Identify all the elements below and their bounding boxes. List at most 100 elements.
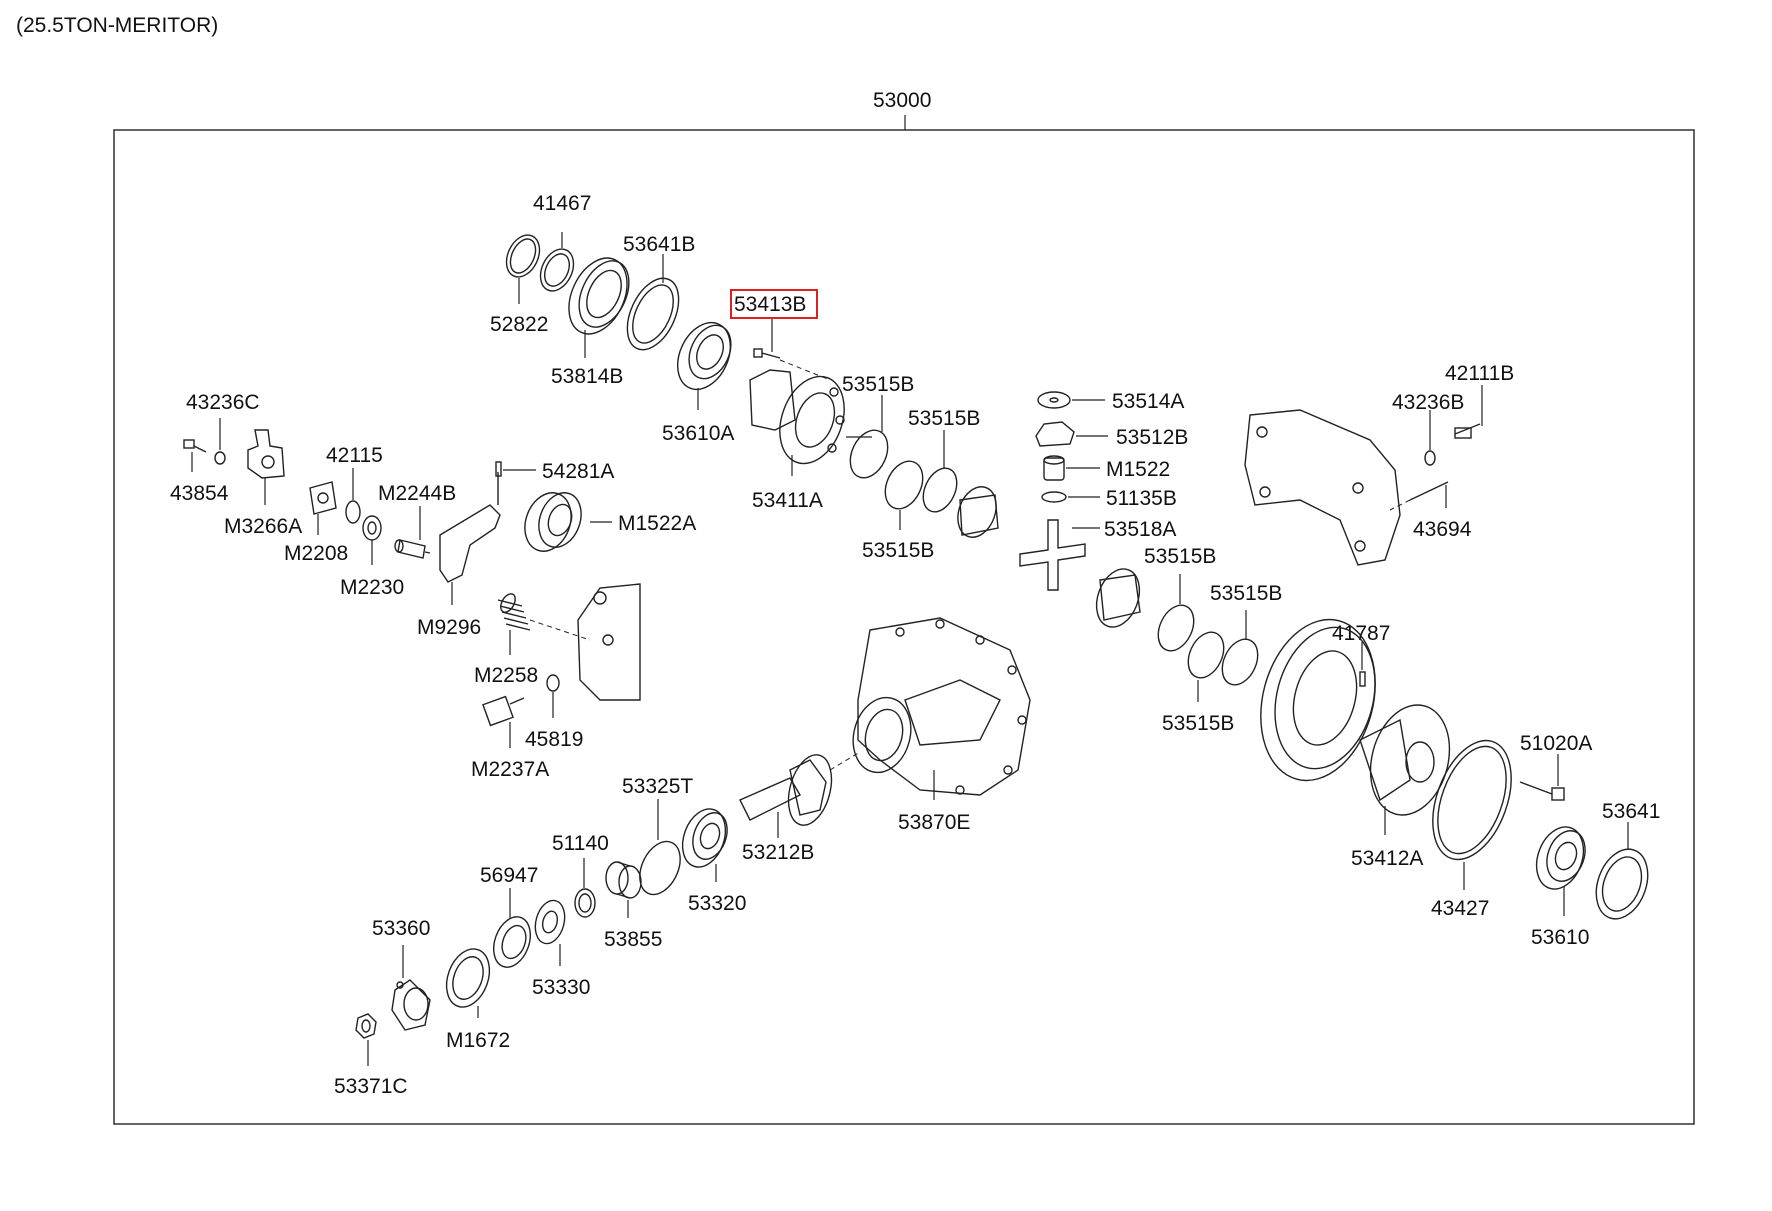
label-53610[interactable]: 53610 [1531, 926, 1589, 949]
part-43427-gasket [1432, 739, 1512, 861]
label-53412A[interactable]: 53412A [1351, 847, 1423, 870]
label-53518A[interactable]: 53518A [1104, 518, 1176, 541]
part-M1522A-clutch-collar [524, 492, 582, 552]
label-M9296[interactable]: M9296 [417, 616, 481, 639]
label-53515B-d[interactable]: 53515B [1144, 545, 1216, 568]
label-41787[interactable]: 41787 [1332, 622, 1390, 645]
part-M1522-bushing [1043, 455, 1065, 481]
part-53212B-drive-pinion [739, 751, 861, 826]
label-56947[interactable]: 56947 [480, 864, 538, 887]
label-54281A[interactable]: 54281A [542, 460, 614, 483]
part-53641-bearing-cup [1595, 848, 1649, 920]
label-M2258[interactable]: M2258 [474, 664, 538, 687]
label-53870E[interactable]: 53870E [898, 811, 970, 834]
part-53515B-washer-2 [884, 460, 924, 510]
part-carrier-cap-bracket [1244, 409, 1401, 566]
label-43236C[interactable]: 43236C [186, 391, 260, 414]
part-42111B-bolt [1454, 423, 1481, 439]
label-53515B-c[interactable]: 53515B [908, 407, 980, 430]
part-53515B-washer-3 [922, 467, 958, 513]
part-housing-fragment [577, 583, 641, 701]
part-45819-washer [546, 674, 560, 692]
part-53371C-nut [355, 1013, 377, 1039]
label-M1672[interactable]: M1672 [446, 1029, 510, 1052]
part-53512B-pinion-gear [1035, 421, 1075, 447]
part-53412A-diff-case [1359, 704, 1451, 816]
label-43427[interactable]: 43427 [1431, 897, 1489, 920]
part-53515B-washer-4 [1157, 604, 1195, 652]
part-side-gear [957, 486, 999, 538]
label-42115[interactable]: 42115 [326, 444, 383, 467]
part-56947-seal [493, 916, 531, 968]
label-M3266A[interactable]: M3266A [224, 515, 302, 538]
label-53855[interactable]: 53855 [604, 928, 662, 951]
label-52822[interactable]: 52822 [490, 313, 548, 336]
highlight-box-53413B [730, 289, 818, 319]
label-51020A[interactable]: 51020A [1520, 732, 1592, 755]
label-53515B-e[interactable]: 53515B [1162, 712, 1234, 735]
label-53411A[interactable]: 53411A [752, 489, 823, 512]
part-53641B-bearing-race [626, 277, 680, 351]
label-45819[interactable]: 45819 [525, 728, 583, 751]
part-52822-ring [505, 234, 541, 278]
label-53320[interactable]: 53320 [688, 892, 746, 915]
label-53610A[interactable]: 53610A [662, 422, 734, 445]
label-53512B[interactable]: 53512B [1116, 426, 1188, 449]
label-51135B[interactable]: 51135B [1106, 487, 1177, 510]
part-53515B-washer-1 [849, 429, 889, 479]
label-M1522[interactable]: M1522 [1106, 458, 1170, 481]
assembly-number-label: 53000 [873, 89, 931, 112]
part-53320-bearing [681, 808, 728, 868]
part-53610-bearing [1535, 826, 1586, 890]
part-51020A-bolt [1519, 781, 1565, 801]
label-M2237A[interactable]: M2237A [471, 758, 549, 781]
part-43854-bolt [183, 439, 207, 453]
label-M2208[interactable]: M2208 [284, 542, 348, 565]
part-53325T-ring [639, 840, 681, 896]
part-53413B-bolt [753, 348, 831, 381]
part-41467-ring [539, 248, 575, 292]
part-ring-gear [1260, 618, 1376, 782]
part-M2230-bushing [362, 515, 382, 541]
label-53515B-a[interactable]: 53515B [842, 373, 914, 396]
part-M1672-seal [445, 948, 491, 1008]
part-53330-gear [534, 899, 566, 945]
label-53515B-f[interactable]: 53515B [1210, 582, 1282, 605]
label-43694[interactable]: 43694 [1413, 518, 1472, 541]
label-53641B[interactable]: 53641B [623, 233, 695, 256]
label-M1522A[interactable]: M1522A [618, 512, 696, 535]
label-43236B[interactable]: 43236B [1392, 391, 1464, 414]
part-M2244B-shaft [394, 539, 431, 559]
label-53360[interactable]: 53360 [372, 917, 430, 940]
part-43694-stud [1389, 481, 1449, 511]
label-43854[interactable]: 43854 [170, 482, 229, 505]
part-M2237A-switch [482, 695, 525, 727]
label-53212B[interactable]: 53212B [742, 841, 814, 864]
label-53325T[interactable]: 53325T [622, 775, 693, 798]
label-53330[interactable]: 53330 [532, 976, 590, 999]
label-53515B-b[interactable]: 53515B [862, 539, 934, 562]
part-53518A-spider [1019, 519, 1086, 591]
label-53641[interactable]: 53641 [1602, 800, 1660, 823]
label-53814B[interactable]: 53814B [551, 365, 623, 388]
assembly-frame [113, 129, 1695, 1125]
label-53371C[interactable]: 53371C [334, 1075, 408, 1098]
part-43236B-washer [1424, 450, 1436, 466]
part-53515B-washer-6 [1221, 638, 1259, 686]
label-42111B[interactable]: 42111B [1445, 362, 1514, 385]
part-M9296-shift-fork [439, 472, 501, 583]
label-53413B[interactable]: 53413B [734, 293, 806, 316]
part-53814B-bearing-cup [568, 257, 630, 335]
part-41787-pin [1359, 671, 1366, 687]
part-53411A-diff-case [749, 369, 845, 465]
label-53514A[interactable]: 53514A [1112, 390, 1184, 413]
part-53514A-washer [1037, 391, 1071, 409]
diagram-title: (25.5TON-MERITOR) [16, 14, 218, 37]
label-51140[interactable]: 51140 [552, 832, 609, 855]
part-53515B-washer-5 [1187, 631, 1225, 679]
label-M2244B[interactable]: M2244B [378, 482, 456, 505]
part-53360-flange-yoke [391, 979, 431, 1031]
label-41467[interactable]: 41467 [533, 192, 591, 215]
label-M2230[interactable]: M2230 [340, 576, 404, 599]
